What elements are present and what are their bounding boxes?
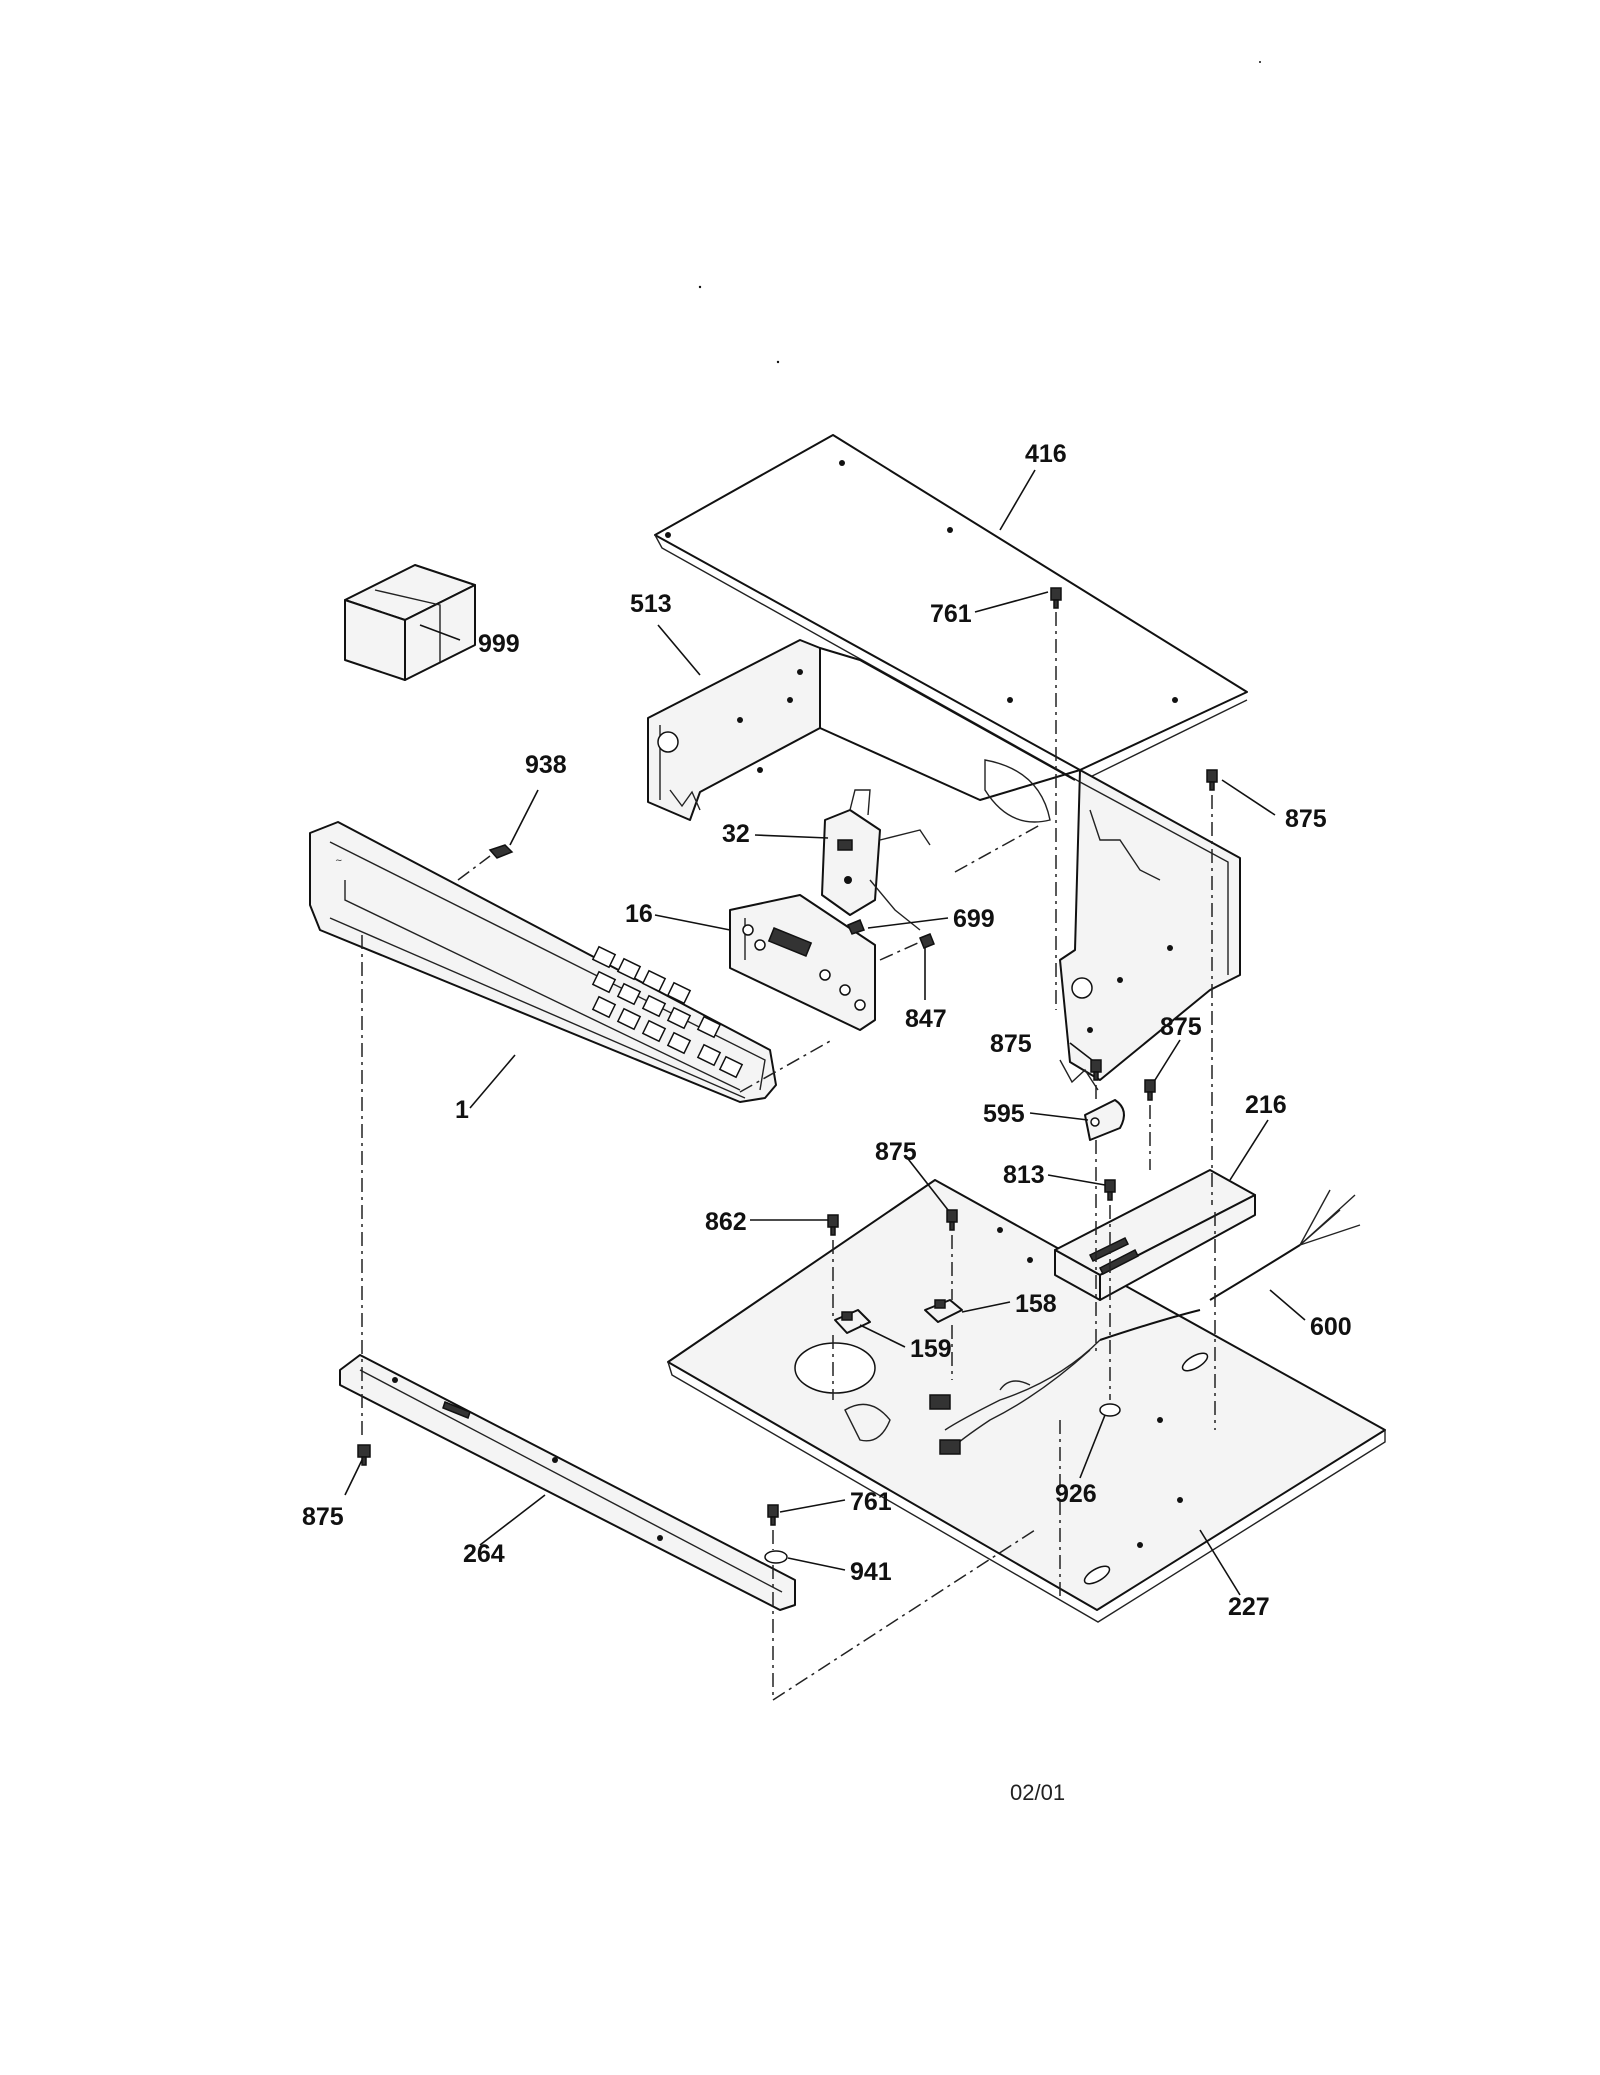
callout-847: 847 bbox=[905, 1005, 947, 1033]
screw-875-base bbox=[946, 1209, 958, 1231]
screw-847 bbox=[919, 933, 935, 949]
wire-harness bbox=[929, 1189, 1361, 1455]
screw-699 bbox=[847, 919, 865, 935]
trim-clip bbox=[488, 844, 514, 859]
callout-595: 595 bbox=[983, 1100, 1025, 1128]
screw-875-mid-right bbox=[1144, 1079, 1156, 1101]
back-panel bbox=[819, 647, 1081, 823]
screw-875-mid bbox=[1090, 1059, 1102, 1081]
callout-416: 416 bbox=[1025, 440, 1067, 468]
screw-862 bbox=[827, 1214, 839, 1236]
assembly-lines bbox=[361, 612, 1216, 1701]
control-panel-fascia: ~ bbox=[309, 821, 777, 1103]
callout-875-mid: 875 bbox=[990, 1030, 1032, 1058]
callout-227: 227 bbox=[1228, 1593, 1270, 1621]
callout-862: 862 bbox=[705, 1208, 747, 1236]
leader-lines bbox=[344, 469, 1306, 1596]
keypad-grid bbox=[591, 945, 744, 1079]
callout-875-top-right: 875 bbox=[1285, 805, 1327, 833]
thermostat-158 bbox=[924, 1299, 963, 1323]
callout-875-base: 875 bbox=[875, 1138, 917, 1166]
callout-813: 813 bbox=[1003, 1161, 1045, 1189]
callout-16: 16 bbox=[625, 900, 653, 928]
callout-158: 158 bbox=[1015, 1290, 1057, 1318]
callout-159: 159 bbox=[910, 1335, 952, 1363]
callout-216: 216 bbox=[1245, 1091, 1287, 1119]
screw-761-lower bbox=[767, 1504, 779, 1526]
screw-875-lower-left bbox=[357, 1444, 371, 1466]
wiring-cover-bracket bbox=[1054, 1169, 1256, 1301]
callout-761-top: 761 bbox=[930, 600, 972, 628]
revision-date: 02/01 bbox=[1010, 1780, 1065, 1805]
callout-999: 999 bbox=[478, 630, 520, 658]
washer-941 bbox=[764, 1550, 788, 1564]
thermostat-159 bbox=[834, 1309, 871, 1334]
callout-926: 926 bbox=[1055, 1480, 1097, 1508]
callout-32: 32 bbox=[722, 820, 750, 848]
callout-875-lower-left: 875 bbox=[302, 1503, 344, 1531]
callout-761-lower: 761 bbox=[850, 1488, 892, 1516]
right-side-panel bbox=[1059, 769, 1241, 1091]
lower-trim-rail bbox=[339, 1354, 796, 1611]
callout-941: 941 bbox=[850, 1558, 892, 1586]
electronic-control-board bbox=[729, 894, 876, 1031]
washer-926 bbox=[1099, 1403, 1121, 1417]
parts-kit-box bbox=[344, 564, 476, 681]
callout-600: 600 bbox=[1310, 1313, 1352, 1341]
callout-875-mid-right: 875 bbox=[1160, 1013, 1202, 1041]
cable-clamp bbox=[1084, 1099, 1125, 1141]
screw-875-top-right bbox=[1206, 769, 1218, 791]
callout-513: 513 bbox=[630, 590, 672, 618]
callout-938: 938 bbox=[525, 751, 567, 779]
base-panel bbox=[667, 1179, 1386, 1623]
callout-264: 264 bbox=[463, 1540, 505, 1568]
door-latch-assembly bbox=[821, 789, 931, 931]
screw-813 bbox=[1104, 1179, 1116, 1201]
svg-text:~: ~ bbox=[335, 856, 343, 866]
callout-699: 699 bbox=[953, 905, 995, 933]
callout-1: 1 bbox=[455, 1096, 469, 1124]
callout-labels: 416 761 513 999 938 875 32 16 699 847 1 … bbox=[302, 440, 1352, 1621]
screw-761-top bbox=[1050, 587, 1062, 609]
left-side-panel bbox=[647, 639, 821, 821]
